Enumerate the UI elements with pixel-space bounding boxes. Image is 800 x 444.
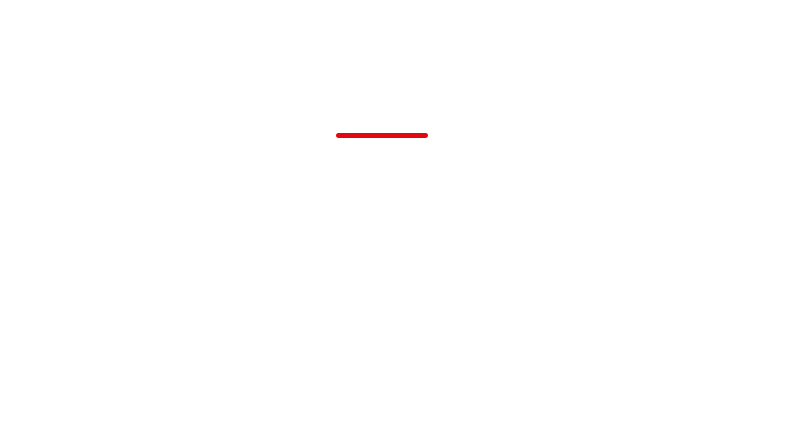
loading-indicator-bar	[336, 133, 428, 138]
